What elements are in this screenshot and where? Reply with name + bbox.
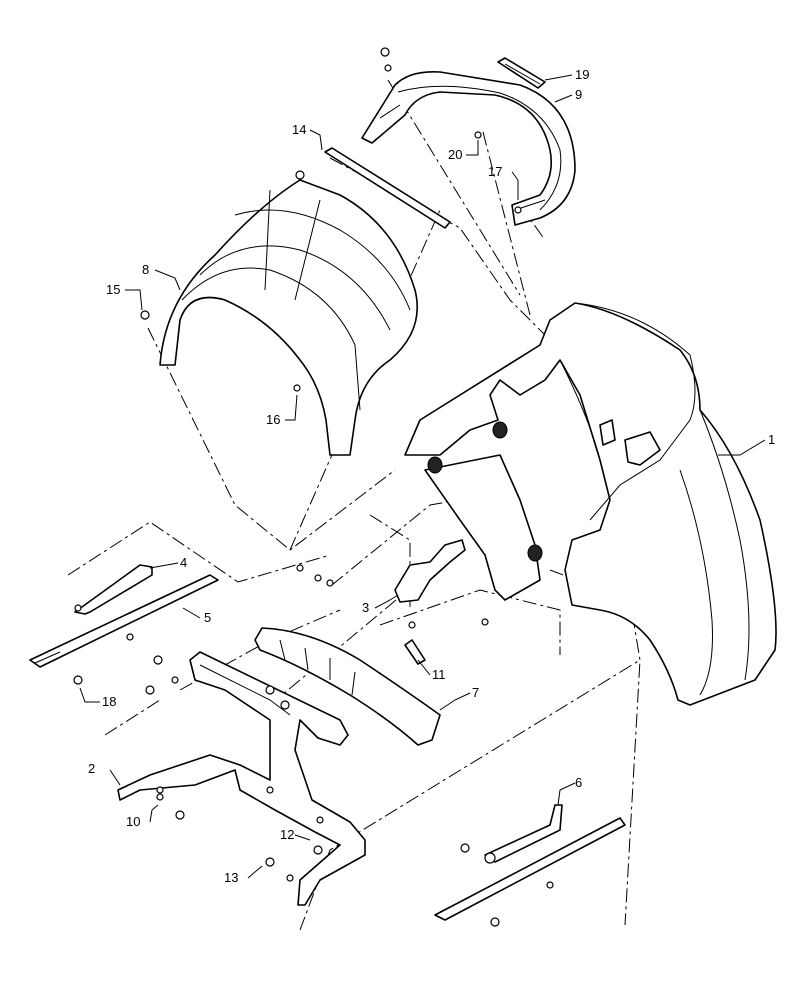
mud-strip-part[interactable] (29, 574, 219, 668)
callout-18: 18 (102, 694, 116, 709)
lower-strip-part[interactable] (434, 817, 626, 921)
foam-block-part[interactable] (254, 627, 441, 746)
callout-6: 6 (575, 775, 582, 790)
callout-14: 14 (292, 122, 306, 137)
step-bracket-part[interactable] (74, 564, 153, 615)
callout-15: 15 (106, 282, 120, 297)
pin-part[interactable] (404, 639, 426, 665)
callout-11: 11 (432, 667, 446, 682)
callout-20: 20 (448, 147, 462, 162)
callout-leaders (79, 74, 766, 879)
callout-4: 4 (180, 555, 187, 570)
callout-1: 1 (768, 432, 775, 447)
upper-fender-part[interactable] (361, 70, 576, 226)
main-fender-housing-part[interactable] (404, 302, 777, 706)
callout-19: 19 (575, 67, 589, 82)
callout-16: 16 (266, 412, 280, 427)
rear-fender-part[interactable] (159, 179, 418, 456)
callout-13: 13 (224, 870, 238, 885)
callout-3: 3 (362, 600, 369, 615)
frame-bracket-part[interactable] (117, 651, 366, 906)
callout-12: 12 (280, 827, 294, 842)
support-bar-part[interactable] (324, 147, 451, 229)
callout-10: 10 (126, 814, 140, 829)
callout-17: 17 (488, 164, 502, 179)
lower-bracket-part[interactable] (484, 804, 563, 864)
callout-2: 2 (88, 761, 95, 776)
callout-7: 7 (472, 685, 479, 700)
callout-8: 8 (142, 262, 149, 277)
callout-5: 5 (204, 610, 211, 625)
callout-labels: 1 2 3 4 5 6 7 8 9 10 11 12 13 14 15 16 1… (88, 67, 775, 885)
small-bracket-part[interactable] (394, 539, 466, 603)
hardware-fasteners (73, 47, 554, 927)
callout-9: 9 (575, 87, 582, 102)
reflector-part[interactable] (497, 57, 546, 89)
